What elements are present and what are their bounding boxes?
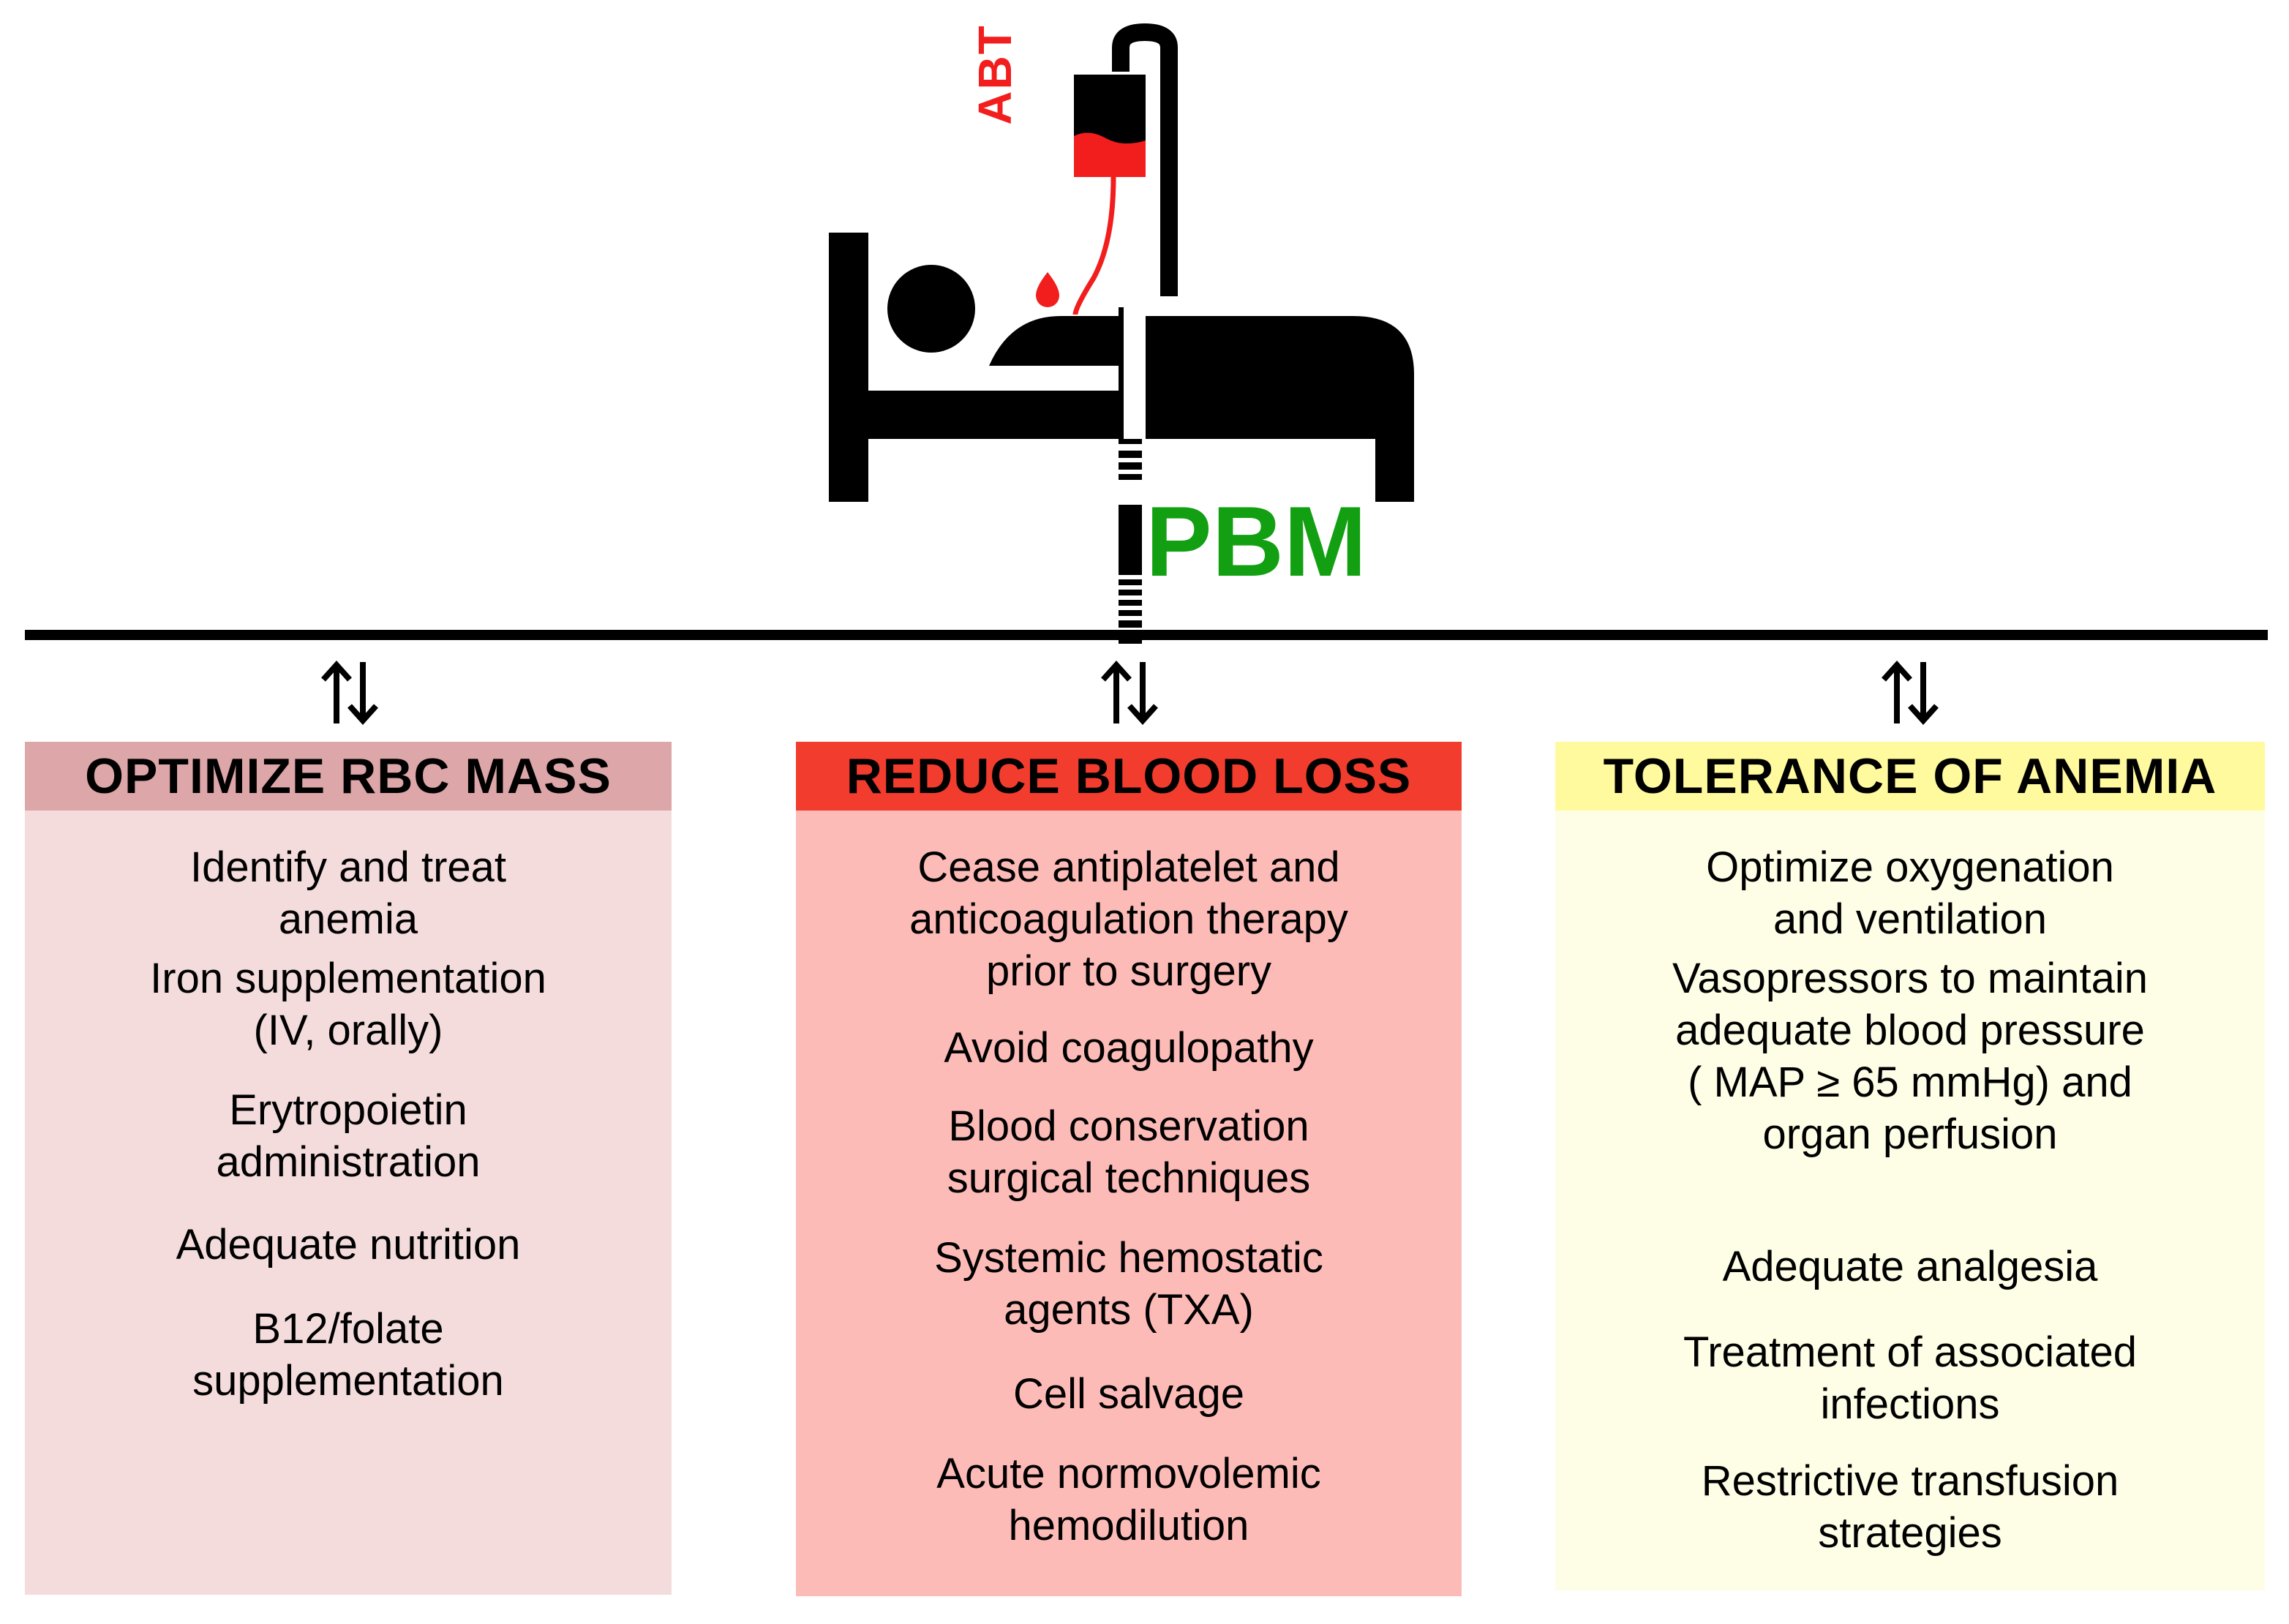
list-item: Identify and treat anemia — [189, 843, 507, 943]
pbm-label: PBM — [1146, 486, 1367, 597]
list-item: Adequate analgesia — [1722, 1243, 2098, 1290]
bed-footpost — [1375, 388, 1414, 502]
divider-line — [25, 630, 2268, 640]
blood-bag-icon — [1074, 75, 1146, 177]
column-header: OPTIMIZE RBC MASS — [25, 742, 672, 811]
list-item: Treatment of associated infections — [1683, 1328, 2138, 1428]
bed-frame — [868, 391, 1119, 439]
list-item: Optimize oxygenation and ventilation — [1706, 843, 2114, 943]
list-item: Systemic hemostatic agents (TXA) — [934, 1234, 1323, 1334]
patient-shoulders — [989, 316, 1119, 366]
up-down-arrows-icon — [1086, 653, 1173, 733]
column-optimize-rbc-mass: OPTIMIZE RBC MASS Identify and treat ane… — [25, 742, 672, 1595]
up-down-arrows-icon — [1866, 653, 1954, 733]
patient-blanket — [1146, 316, 1414, 502]
patient-in-bed-icon — [829, 23, 1414, 644]
transfusion-tube — [1072, 176, 1116, 315]
column-body: Cease antiplatelet and anticoagulation t… — [796, 811, 1462, 1596]
abt-label: ABT — [969, 24, 1021, 125]
list-item: Blood conservation surgical techniques — [947, 1102, 1311, 1202]
column-body: Identify and treat anemia Iron supplemen… — [25, 811, 672, 1595]
column-reduce-blood-loss: REDUCE BLOOD LOSS Cease antiplatelet and… — [796, 742, 1462, 1596]
column-header: REDUCE BLOOD LOSS — [796, 742, 1462, 811]
list-item: Restrictive transfusion strategies — [1701, 1457, 2119, 1557]
list-item: Vasopressors to maintain adequate blood … — [1672, 955, 2149, 1158]
blood-drop-icon — [1036, 272, 1059, 307]
list-item: Cell salvage — [1013, 1370, 1244, 1418]
list-item: Cease antiplatelet and anticoagulation t… — [909, 843, 1348, 995]
column-body: Optimize oxygenation and ventilation Vas… — [1555, 811, 2265, 1590]
up-down-arrows-icon — [306, 653, 394, 733]
iv-stand — [1112, 23, 1178, 296]
patient-head — [887, 265, 975, 353]
center-connector — [1119, 307, 1142, 644]
list-item: Acute normovolemic hemodilution — [936, 1450, 1321, 1549]
list-item: Avoid coagulopathy — [944, 1024, 1314, 1072]
list-item: Iron supplementation (IV, orally) — [150, 955, 546, 1054]
list-item: B12/folate supplementation — [192, 1305, 504, 1405]
list-item: Erytropoietin administration — [216, 1086, 481, 1186]
list-item: Adequate nutrition — [176, 1221, 521, 1268]
column-tolerance-of-anemia: TOLERANCE OF ANEMIA Optimize oxygenation… — [1555, 742, 2265, 1590]
bed-headboard — [829, 233, 868, 502]
column-header: TOLERANCE OF ANEMIA — [1555, 742, 2265, 811]
